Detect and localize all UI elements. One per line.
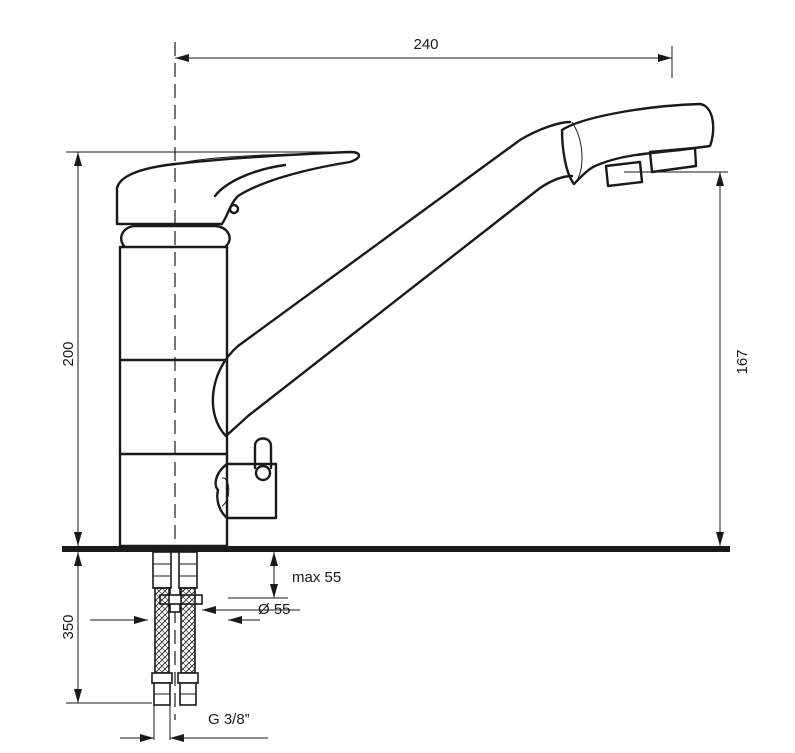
braided-hose-right <box>180 587 196 674</box>
handle-collar <box>120 224 231 248</box>
dimension-mount-diameter: Ø 55 <box>202 601 300 618</box>
dimension-label-240: 240 <box>413 36 438 53</box>
spout-lower-edge <box>224 174 574 438</box>
dimension-spout-height: 167 <box>624 171 751 546</box>
outlet-nozzle-rear <box>648 146 698 174</box>
dimension-hose-length: 350 <box>60 552 260 704</box>
dimension-label-max55: max 55 <box>292 569 341 586</box>
dimension-label-200: 200 <box>60 341 77 366</box>
spout-head-seam <box>571 121 583 183</box>
outlet-nozzle-front <box>604 160 644 188</box>
dimension-max-thickness: max 55 <box>228 552 341 599</box>
faucet-body <box>118 224 231 548</box>
filter-valve-cap <box>254 464 272 482</box>
dimension-label-d55: Ø 55 <box>258 601 291 618</box>
dimension-label-350: 350 <box>60 614 77 639</box>
lever-handle-shape <box>115 150 361 226</box>
filter-valve-lever <box>253 437 273 470</box>
dimension-connection: G 3/8” <box>120 700 268 742</box>
hose-fitting-left-collar <box>151 672 173 684</box>
hose-fitting-right-top <box>178 551 198 589</box>
dimension-label-g38: G 3/8” <box>208 711 250 728</box>
faucet-column <box>118 245 229 548</box>
hose-fitting-left-top <box>152 551 172 589</box>
lever-screw <box>228 203 240 215</box>
spout-upper-edge <box>211 120 572 438</box>
dimension-total-height: 200 <box>60 151 355 546</box>
spout <box>211 102 715 438</box>
hose-fitting-right-collar <box>177 672 199 684</box>
filter-valve <box>214 437 278 520</box>
dimension-width: 240 <box>175 36 673 78</box>
lever-handle-highlight <box>175 153 301 165</box>
filter-valve-body <box>214 462 278 520</box>
lever-handle-contour <box>213 163 287 198</box>
filter-valve-contour <box>221 477 230 507</box>
braided-hose-left <box>154 587 170 674</box>
lever-handle <box>115 150 361 226</box>
mounting-assembly <box>151 551 203 706</box>
dimension-label-167: 167 <box>734 349 751 374</box>
